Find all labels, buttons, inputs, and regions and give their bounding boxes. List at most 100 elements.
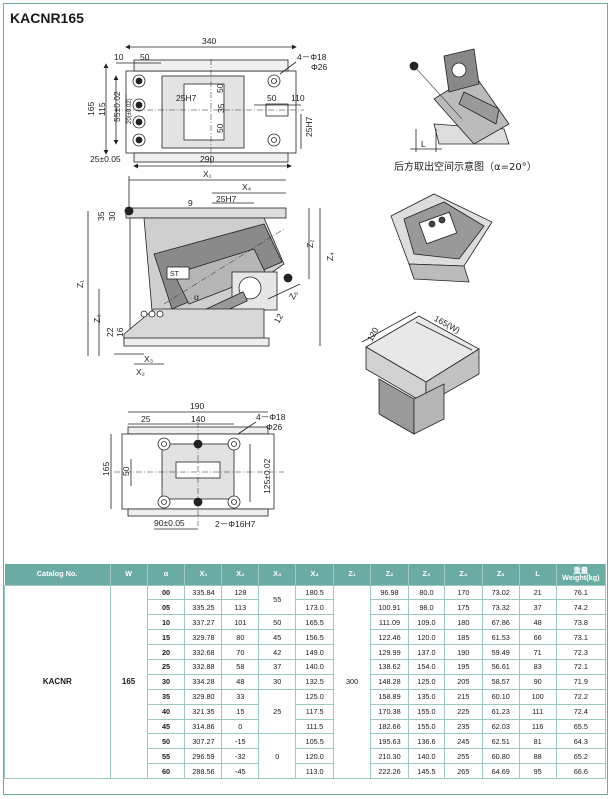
spec-table: Catalog No. W α X₁ X₂ X₃ X₄ Z₁ Z₂ Z₃ Z₄ …: [4, 564, 607, 780]
dim-115: 115: [97, 102, 107, 116]
header-weight-cn: 重量: [573, 565, 589, 575]
cell-z5: 62.03: [481, 718, 520, 735]
cell-x2: 70: [221, 644, 260, 660]
cell-x1: 288.56: [184, 763, 223, 780]
dim-x1: X₁: [203, 169, 212, 179]
cell-x1: 335.25: [184, 599, 223, 616]
cell-z4: 215: [443, 688, 483, 705]
dim-x4: X₄: [242, 182, 252, 192]
cell-x1: 307.27: [184, 733, 223, 750]
cell-z3: 80.0: [407, 584, 445, 601]
technical-drawings: 340 10 50 4－Φ18 Φ26 25H7 50 35 50 50 110…: [4, 4, 607, 549]
iso-envelope-drawing: [361, 311, 480, 435]
cell-l: 88: [518, 748, 557, 765]
cell-x4: 165.5: [295, 614, 335, 631]
header-x2: X₂: [221, 564, 260, 585]
cell-z2: 100.91: [370, 599, 409, 616]
cell-alpha: 25: [146, 658, 186, 675]
cell-weight: 66.6: [555, 763, 607, 780]
cell-x3: 25: [258, 688, 297, 735]
page-title: KACNR165: [10, 10, 84, 26]
header-catalog: Catalog No.: [4, 564, 111, 585]
dim-25-base: 25: [141, 414, 151, 424]
cell-x1: 332.68: [184, 644, 223, 660]
cell-z3: 125.0: [407, 673, 445, 690]
dim-z2: Z₂: [305, 240, 315, 249]
cell-x1: 321.35: [184, 703, 223, 720]
cell-z4: 195: [443, 658, 483, 675]
cell-z5: 61.53: [481, 629, 520, 646]
cell-x2: -15: [221, 733, 260, 750]
base-view-drawing: [110, 411, 284, 530]
dim-25-tol: 25±0.05: [90, 154, 121, 164]
cell-z5: 67.86: [481, 614, 520, 631]
cell-weight: 73.1: [555, 629, 607, 646]
cell-weight: 71.9: [555, 673, 607, 690]
cell-z5: 61.23: [481, 703, 520, 720]
cell-x1: 296.59: [184, 748, 223, 765]
header-x1: X₁: [184, 564, 223, 585]
cell-x1: 334.28: [184, 673, 223, 690]
cell-x3: 45: [258, 629, 297, 646]
cell-z2: 210.30: [370, 748, 409, 765]
dim-z3: Z₃: [92, 314, 102, 323]
dim-st: ST: [170, 271, 180, 278]
page-frame: [3, 3, 608, 795]
cell-z2: 138.62: [370, 658, 409, 675]
table-header-row: Catalog No. W α X₁ X₂ X₃ X₄ Z₁ Z₂ Z₃ Z₄ …: [4, 564, 607, 585]
cell-z2: 222.26: [370, 763, 409, 780]
dim-z5: Z₅: [287, 288, 300, 300]
cell-z4: 225: [443, 703, 483, 720]
dim-50c: 50: [267, 93, 277, 103]
dim-hole-base: 4－Φ18: [256, 412, 286, 422]
cell-w: 165: [109, 584, 148, 780]
cell-x4: 111.5: [295, 718, 335, 735]
cell-z3: 109.0: [407, 614, 445, 631]
cell-z3: 140.0: [407, 748, 445, 765]
cell-x2: 15: [221, 703, 260, 720]
dim-50b: 50: [215, 123, 225, 133]
cell-x4: 156.5: [295, 629, 335, 646]
cell-z4: 205: [443, 673, 483, 690]
cell-z2: 111.09: [370, 614, 409, 631]
cell-x2: 113: [221, 599, 260, 616]
dim-340: 340: [202, 36, 216, 46]
cell-x3: 37: [258, 658, 297, 675]
dim-290: 290: [200, 154, 214, 164]
dim-z4: Z₄: [325, 252, 335, 261]
cell-z5: 56.61: [481, 658, 520, 675]
cell-x2: 0: [221, 718, 260, 735]
cell-x1: 337.27: [184, 614, 223, 631]
cell-z3: 155.0: [407, 703, 445, 720]
cell-x3: 30: [258, 673, 297, 690]
cell-z4: 180: [443, 614, 483, 631]
cell-l: 37: [518, 599, 557, 616]
dim-165-base: 165: [101, 462, 111, 476]
header-z3: Z₃: [408, 564, 445, 585]
cell-alpha: 40: [146, 703, 186, 720]
cell-x1: 329.80: [184, 688, 223, 705]
cell-x4: 140.0: [295, 658, 335, 675]
cell-alpha: 05: [146, 599, 186, 616]
cell-x1: 329.78: [184, 629, 223, 646]
cell-z5: 64.69: [481, 763, 520, 780]
cell-weight: 73.8: [555, 614, 607, 631]
dim-25h7-vert: 25H7: [304, 116, 314, 137]
cell-z3: 120.0: [407, 629, 445, 646]
cell-alpha: 50: [146, 733, 186, 750]
dim-hole-4-phi18: 4－Φ18: [297, 52, 327, 62]
dim-25h7-side: 25H7: [216, 194, 237, 204]
cell-x4: 132.5: [295, 673, 335, 690]
cell-weight: 64.3: [555, 733, 607, 750]
cell-l: 71: [518, 644, 557, 660]
cell-alpha: 20: [146, 644, 186, 660]
dim-x2: X₂: [136, 367, 145, 377]
dim-35: 35: [216, 103, 226, 113]
cell-weight: 72.4: [555, 703, 607, 720]
